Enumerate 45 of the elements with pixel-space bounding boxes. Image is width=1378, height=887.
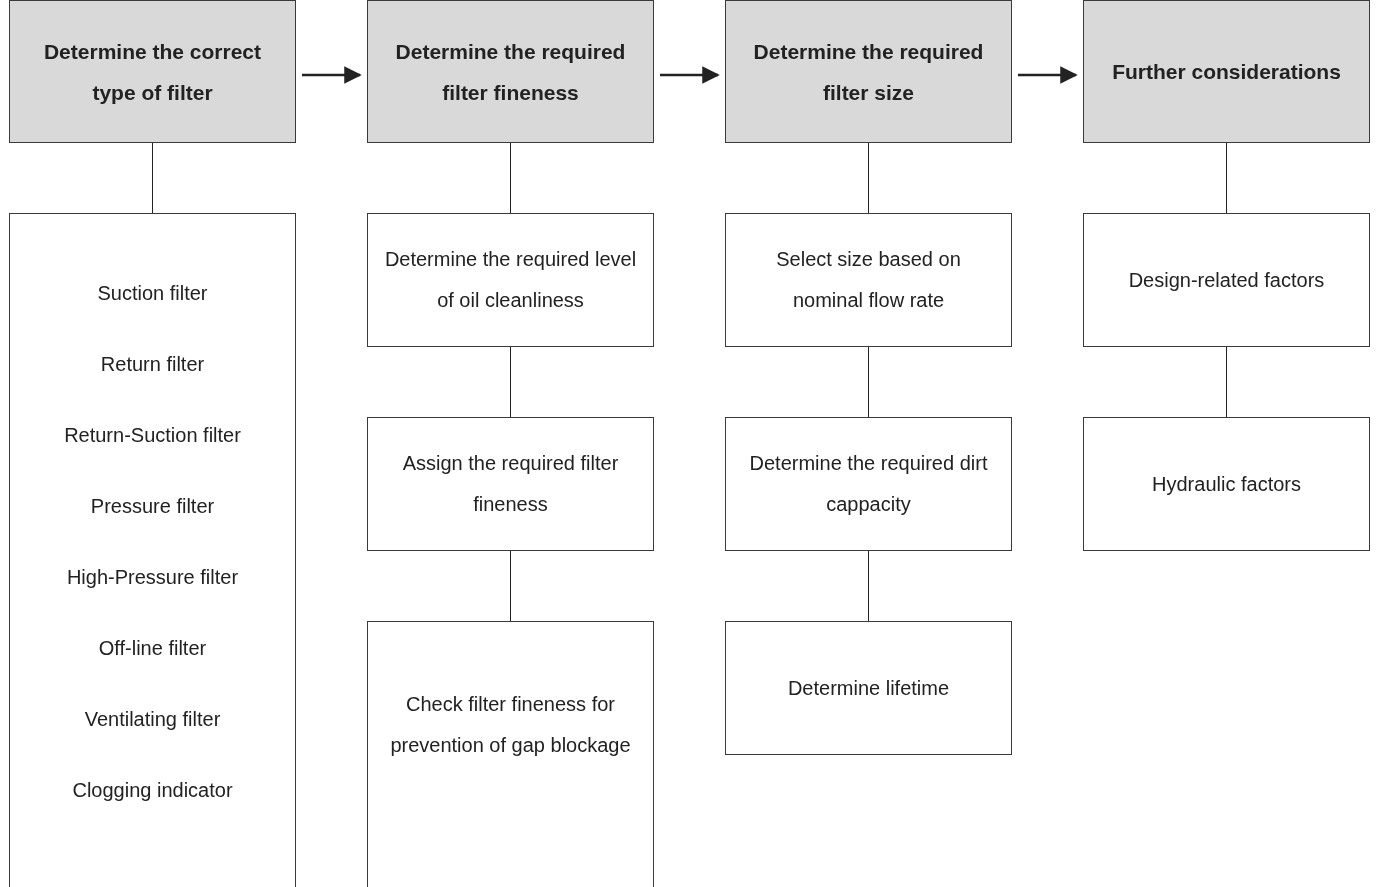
step-text: Hydraulic factors — [1152, 471, 1301, 497]
process-box — [725, 213, 1012, 347]
step-text: Determine the required level of oil cleanliness — [383, 247, 638, 313]
step-text: Assign the required filter fineness — [401, 451, 620, 517]
step-title: Further considerations — [1112, 59, 1341, 85]
step-header-box — [1083, 0, 1370, 143]
process-box — [367, 213, 654, 347]
step-text: Check filter fineness for prevention of gap blockage — [389, 691, 632, 758]
process-box — [367, 621, 654, 887]
arrow — [660, 66, 720, 84]
step-text: Design-related factors — [1128, 267, 1325, 293]
connector-line — [510, 142, 511, 214]
connector-line — [1226, 346, 1227, 418]
step-header-box — [367, 0, 654, 143]
process-box — [725, 417, 1012, 551]
step-text: Determine the required dirt cappacity — [748, 451, 989, 517]
connector-line — [152, 142, 153, 214]
connector-line — [510, 550, 511, 622]
list-item: Pressure filter — [90, 494, 215, 519]
step-text: Determine lifetime — [787, 675, 950, 701]
step-text: Select size based on nominal flow rate — [775, 247, 962, 313]
list-item: Return filter — [100, 352, 205, 377]
step-header-box — [9, 0, 296, 143]
step-title: Determine the required filter fineness — [395, 38, 626, 106]
connector-line — [1226, 142, 1227, 214]
list-item: Ventilating filter — [84, 707, 221, 732]
list-item: High-Pressure filter — [66, 565, 239, 590]
connector-line — [868, 142, 869, 214]
list-item: Suction filter — [97, 281, 208, 306]
list-item: Off-line filter — [98, 636, 207, 661]
connector-line — [868, 346, 869, 418]
step-title: Determine the required filter size — [753, 38, 984, 106]
connector-line — [868, 550, 869, 622]
list-item: Return-Suction filter — [64, 423, 241, 448]
arrow — [302, 66, 362, 84]
list-item: Clogging indicator — [72, 778, 233, 803]
connector-line — [510, 346, 511, 418]
process-box — [367, 417, 654, 551]
step-title: Determine the correct type of filter — [42, 38, 263, 106]
process-box — [1083, 213, 1370, 347]
process-box — [1083, 417, 1370, 551]
step-header-box — [725, 0, 1012, 143]
list-box — [9, 213, 296, 887]
process-box — [725, 621, 1012, 755]
arrow — [1018, 66, 1078, 84]
